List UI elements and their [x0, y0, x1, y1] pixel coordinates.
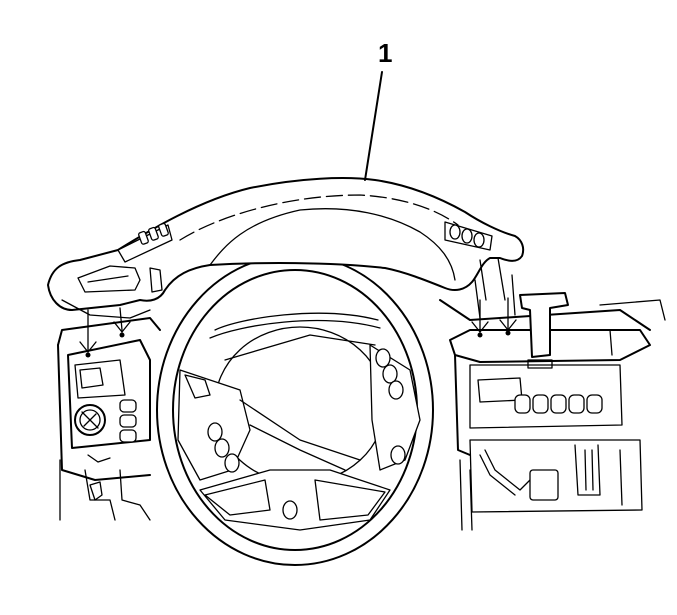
callout-leader-line: [364, 71, 383, 181]
cluster-trim-panel: [47, 177, 525, 319]
callout-label-1: 1: [378, 38, 393, 68]
fastener-arrows: [79, 297, 517, 358]
left-switch-buttons: [119, 399, 137, 443]
center-stack-buttons: [514, 394, 603, 414]
retainer-clip: [519, 292, 569, 369]
left-lower-dash: [57, 317, 161, 521]
center-console: [439, 299, 666, 531]
steering-wheel-buttons: [207, 348, 406, 520]
steering-wheel: [156, 254, 434, 566]
climate-knob-icon: [74, 404, 106, 436]
